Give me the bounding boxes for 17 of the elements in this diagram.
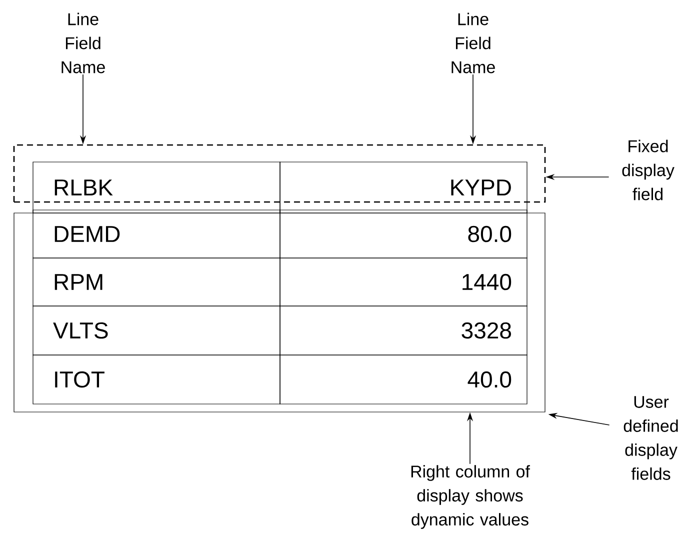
callout-text: Fixed display field	[622, 140, 674, 200]
dashed-frame	[13, 144, 546, 203]
table-cell: RPM	[32, 258, 280, 306]
callout-text: Line Field Name	[62, 12, 105, 74]
table-cell: 1440	[280, 258, 528, 306]
callout-text: Right column of display shows dynamic values	[411, 465, 530, 529]
table-cell: DEMD	[32, 210, 280, 258]
table-cell: 80.0	[280, 210, 528, 258]
table-cell: 40.0	[280, 354, 528, 404]
table-cell: KYPD	[280, 162, 528, 214]
display-frame	[14, 212, 546, 412]
table-cell: ITOT	[32, 354, 280, 404]
callout-text: User defined display fields	[624, 396, 678, 480]
table-cell: RLBK	[32, 162, 280, 214]
table-cell: 3328	[280, 306, 528, 356]
table-cell: VLTS	[32, 306, 280, 356]
callout-text: Line Field Name	[452, 12, 495, 74]
